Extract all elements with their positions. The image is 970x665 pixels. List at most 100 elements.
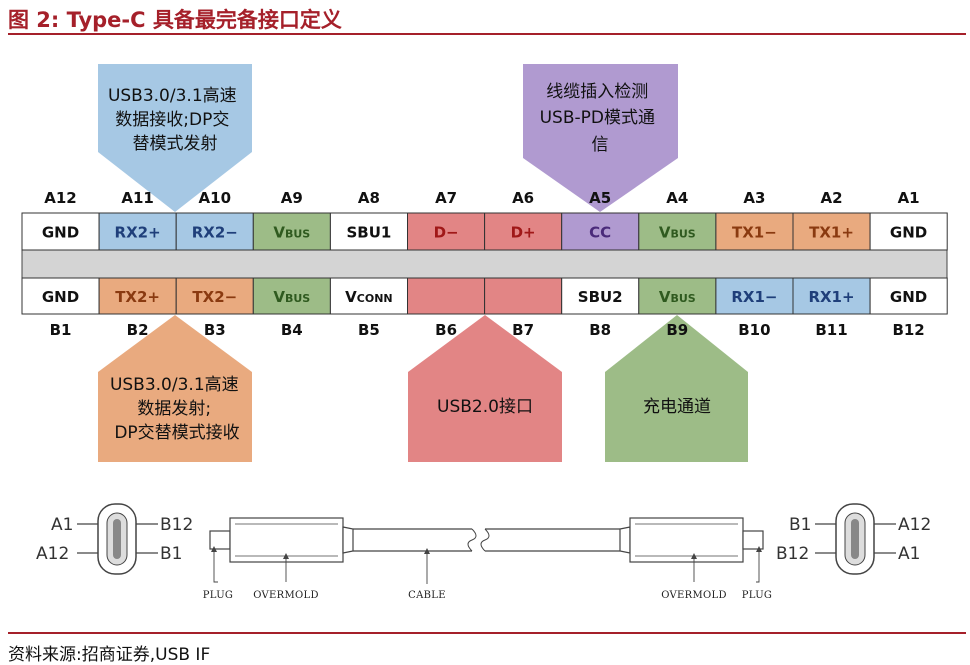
pin-name-main: CC <box>589 224 611 242</box>
pin-name-main: TX2+ <box>115 288 160 306</box>
pin-name: VBUS <box>659 288 696 306</box>
title-rule <box>8 33 966 35</box>
pin-cell-background <box>21 277 100 315</box>
left-plug-label: PLUG <box>203 590 233 601</box>
pin-cell: VBUS <box>638 212 717 251</box>
pin-cell-background <box>792 212 871 251</box>
pin-cell-background <box>792 277 871 315</box>
pin-cell: GND <box>869 277 948 315</box>
pin-name-main: D− <box>434 224 459 242</box>
pin-cell: RX1+ <box>792 277 871 315</box>
right-overmold-label: OVERMOLD <box>661 590 727 601</box>
pin-cell-background <box>715 212 794 251</box>
callout-usb3-rx-shape <box>98 64 252 212</box>
pin-cell-background <box>329 212 408 251</box>
pin-cell <box>407 277 486 315</box>
pin-cell: VCONN <box>329 277 408 315</box>
pin-cell-background <box>98 212 177 251</box>
pin-name-main: RX2+ <box>115 224 161 242</box>
pin-number-label: B8 <box>589 321 611 339</box>
right-plug-label: PLUG <box>742 590 772 601</box>
pin-cell-background <box>484 277 563 315</box>
pin-name-main: GND <box>42 288 79 306</box>
pin-number-label: B11 <box>815 321 847 339</box>
pin-cell: SBU1 <box>329 212 408 251</box>
callout-cc-shape <box>523 64 678 212</box>
pin-cell: VBUS <box>252 212 331 251</box>
pin-number-label: B3 <box>204 321 226 339</box>
pin-cell: TX1− <box>715 212 794 251</box>
right-label-a1: A1 <box>898 544 920 564</box>
callout-cc-line1: 线缆插入检测 <box>546 82 648 102</box>
callout-usb2-shape <box>408 315 562 462</box>
pin-name: D+ <box>511 224 536 242</box>
pin-number-label: A7 <box>435 189 457 207</box>
pin-cell: TX2+ <box>98 277 177 315</box>
pin-cell-background <box>175 277 254 315</box>
pin-cell: SBU2 <box>561 277 640 315</box>
left-receptacle-tongue <box>113 519 121 559</box>
pin-name-sub: CONN <box>357 292 393 305</box>
pin-name-main: SBU2 <box>578 288 623 306</box>
pin-name: RX1+ <box>808 288 854 306</box>
pin-cell-background <box>638 212 717 251</box>
pin-name: TX1− <box>732 224 777 242</box>
pin-name: TX1+ <box>809 224 854 242</box>
pin-number-label: A6 <box>512 189 534 207</box>
pin-number-label: A2 <box>820 189 842 207</box>
pin-cell: CC <box>561 212 640 251</box>
pin-cell <box>484 277 563 315</box>
left-plug <box>209 530 231 550</box>
callout-usb3-rx-line1: USB3.0/3.1高速 <box>108 86 237 106</box>
pin-number-label: B9 <box>666 321 688 339</box>
left-label-b12: B12 <box>160 515 193 535</box>
pin-name: RX2− <box>192 224 238 242</box>
pin-number-label: A5 <box>589 189 611 207</box>
pin-name: D− <box>434 224 459 242</box>
pin-number-label: B7 <box>512 321 534 339</box>
pin-name-main: V <box>659 224 671 242</box>
left-label-a1: A1 <box>51 515 73 535</box>
pin-name-main: RX1+ <box>808 288 854 306</box>
right-overmold <box>629 517 744 563</box>
pin-name: VBUS <box>659 224 696 242</box>
pin-cell: RX1− <box>715 277 794 315</box>
pin-name: VBUS <box>273 288 310 306</box>
right-label-b12: B12 <box>776 544 809 564</box>
pin-name-sub: BUS <box>670 292 695 305</box>
pin-cell-background <box>407 277 486 315</box>
pin-name: TX2+ <box>115 288 160 306</box>
source-note: 资料来源:招商证券,USB IF <box>8 645 211 665</box>
pin-cell: TX2− <box>175 277 254 315</box>
pin-number-label: A1 <box>898 189 920 207</box>
svg-text:USB3.0/3.1高速 数据发射; DP交: USB3.0/3.1高速 数据发射; DP交替模式接收 <box>110 375 244 443</box>
callout-usb3-tx-line3: DP交替模式接收 <box>114 423 239 443</box>
pin-cell-background <box>252 212 331 251</box>
pin-name: GND <box>42 224 79 242</box>
pin-name-sub: BUS <box>285 292 310 305</box>
right-strain-relief <box>619 526 631 554</box>
right-label-a12: A12 <box>898 515 931 535</box>
pin-name-main: TX2− <box>192 288 237 306</box>
pin-name-main: V <box>345 288 357 306</box>
callout-charge-text: 充电通道 <box>643 397 711 417</box>
pin-name-main: TX1− <box>732 224 777 242</box>
pin-number-label: B1 <box>50 321 72 339</box>
pin-number-label: A9 <box>281 189 303 207</box>
pin-cell: VBUS <box>252 277 331 315</box>
pin-name-main: RX1− <box>731 288 777 306</box>
pin-cell: TX1+ <box>792 212 871 251</box>
callout-usb3-tx-shape <box>98 315 252 462</box>
pin-name: RX1− <box>731 288 777 306</box>
pin-name-main: V <box>273 224 285 242</box>
pin-cell-background <box>561 212 640 251</box>
pin-number-label: A3 <box>743 189 765 207</box>
pin-number-label: B12 <box>892 321 924 339</box>
pin-name-sub: BUS <box>670 228 695 241</box>
callout-charge-shape <box>605 315 748 462</box>
pin-name-main: V <box>659 288 671 306</box>
pin-number-label: B10 <box>738 321 770 339</box>
